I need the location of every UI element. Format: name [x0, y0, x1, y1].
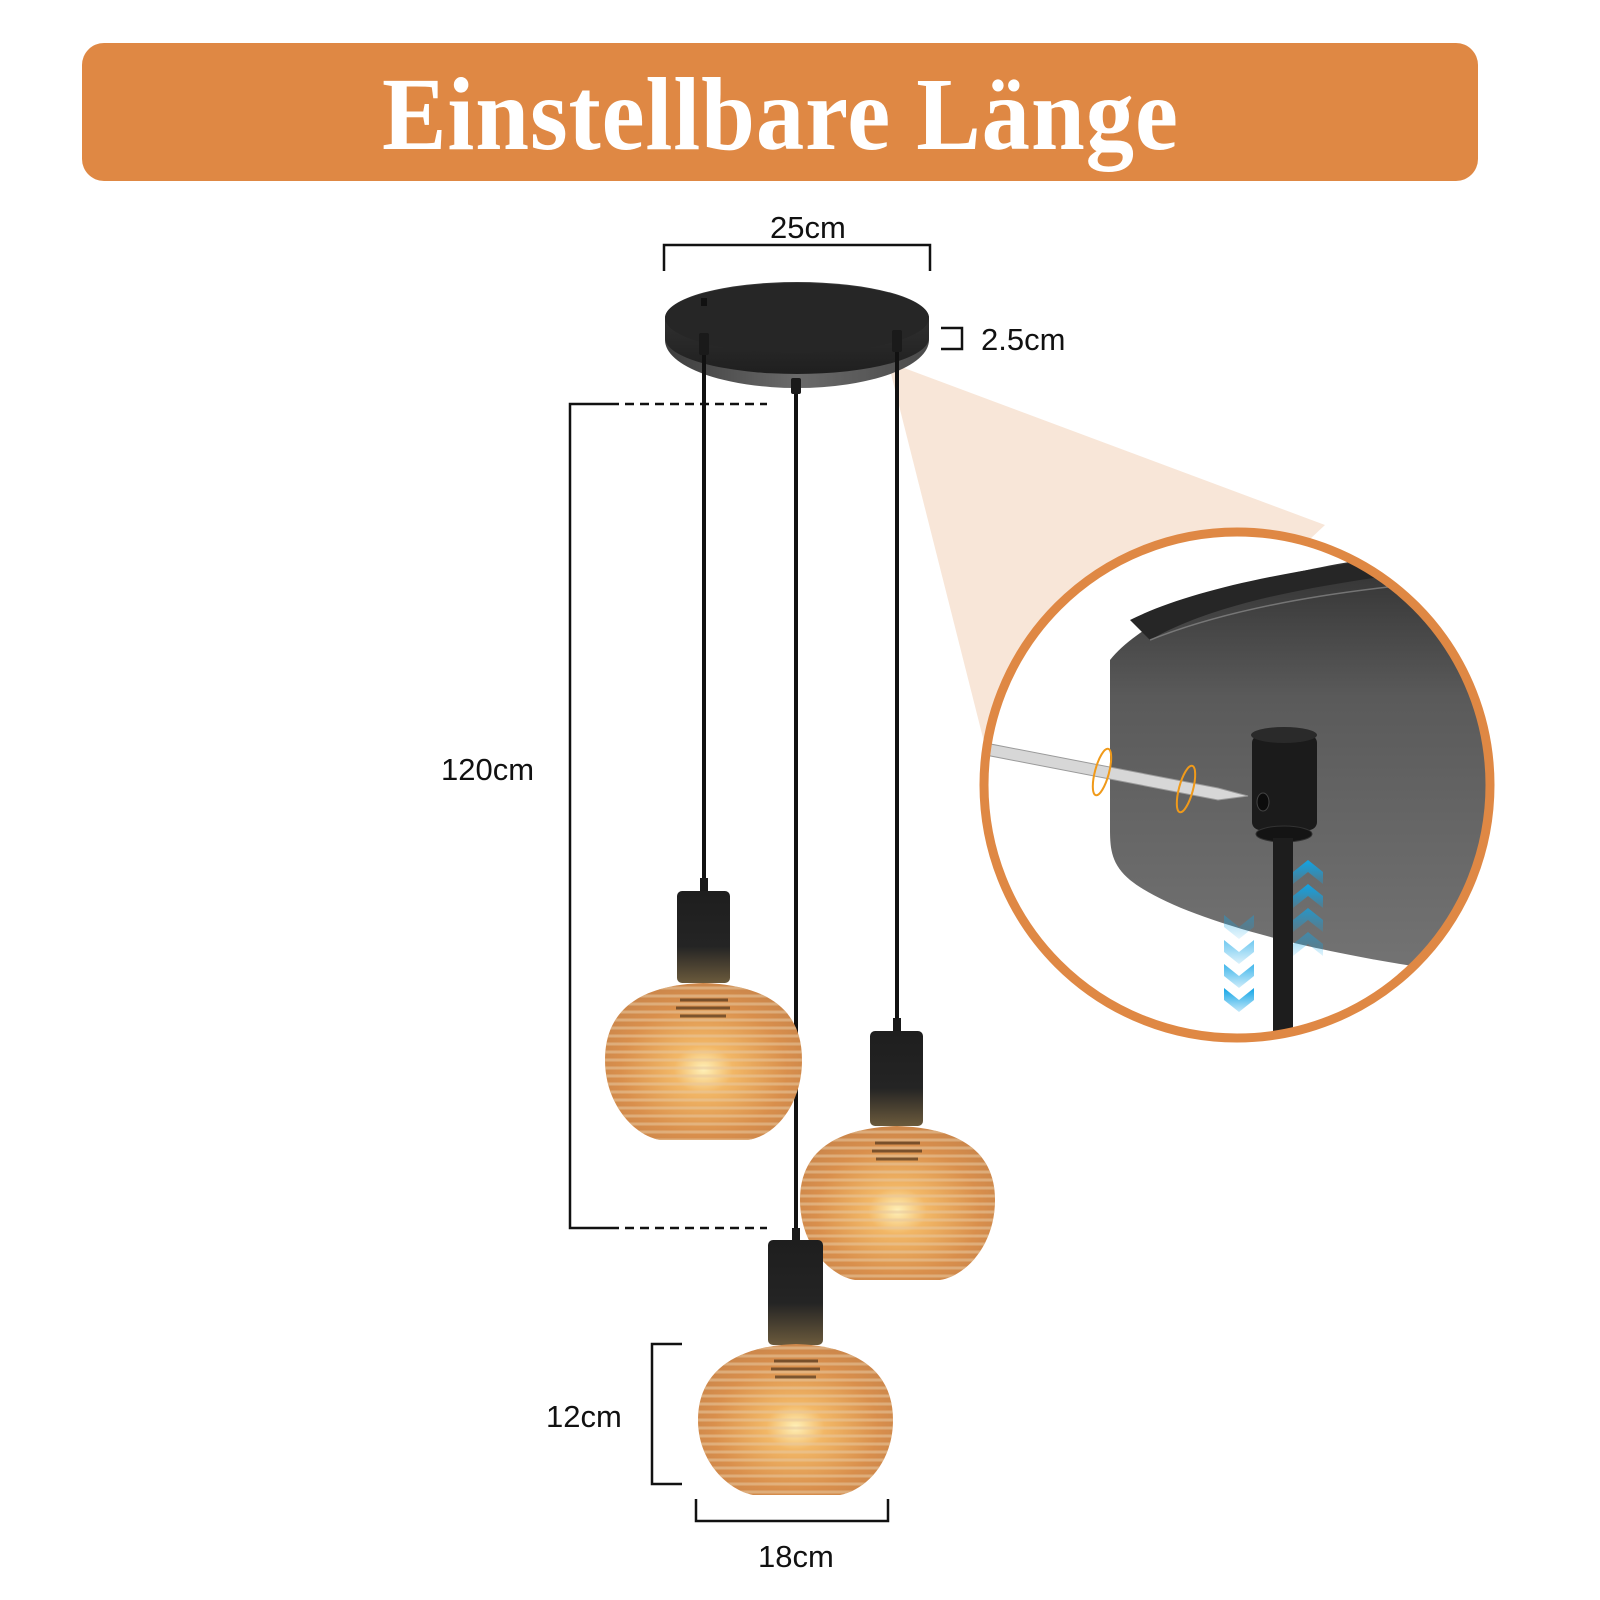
shade-width-bracket: [694, 1499, 890, 1523]
detail-callout: [979, 527, 1495, 1043]
cable-length-bracket: [568, 402, 767, 1230]
pendant-lamp-1: [605, 878, 802, 1140]
cable-length-label: 120cm: [441, 752, 535, 787]
canopy-width-label: 25cm: [770, 210, 846, 245]
arrow-down-chevrons-icon: [1224, 915, 1254, 1012]
pendant-lamp-2: [800, 1018, 995, 1280]
shade-height-bracket: [650, 1342, 682, 1486]
shade-height-label: 12cm: [546, 1399, 622, 1434]
canopy-width-bracket: [662, 243, 932, 271]
arrow-up-chevrons-icon: [1293, 860, 1323, 956]
pendant-lamp-3: [698, 1228, 893, 1495]
shade-width-label: 18cm: [758, 1539, 834, 1574]
canopy-height-bracket: [941, 326, 964, 351]
title-banner: Einstellbare Länge: [82, 43, 1478, 181]
canopy-height-label: 2.5cm: [981, 322, 1066, 357]
page-title: Einstellbare Länge: [381, 57, 1179, 172]
rotate-icon: [1091, 747, 1197, 814]
ceiling-canopy: [665, 282, 929, 388]
